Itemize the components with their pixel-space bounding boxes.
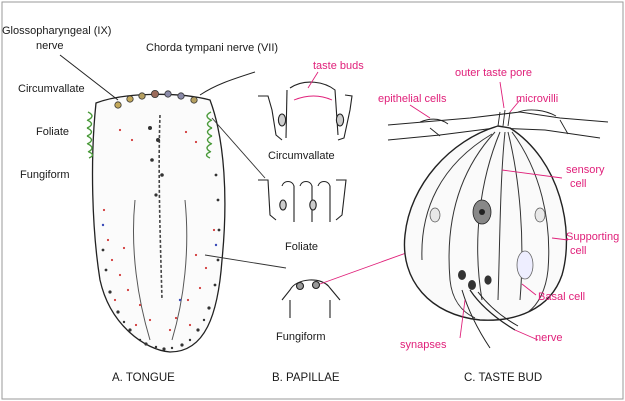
fungiform-mid-label: Fungiform — [276, 332, 326, 343]
circumvallate-mid-label: Circumvallate — [268, 151, 335, 162]
basal-cell-label: Basal cell — [538, 292, 585, 303]
microvilli-label: microvilli — [516, 94, 558, 105]
nerve-label: nerve — [535, 333, 563, 344]
chorda-tympani-label: Chorda tympani nerve (VII) — [146, 43, 278, 54]
supporting-cell-label-line1: Supporting — [566, 232, 619, 243]
taste-bud-figure — [388, 110, 608, 348]
foliate-left-label: Foliate — [36, 127, 69, 138]
glossopharyngeal-label-line2: nerve — [36, 41, 64, 52]
caption-taste-bud: C. TASTE BUD — [464, 373, 542, 385]
papilla-fungiform — [282, 280, 340, 318]
glossopharyngeal-label-line1: Glossopharyngeal (IX) — [2, 26, 111, 37]
tongue-figure — [60, 55, 255, 352]
sensory-cell-label-line1: sensory — [566, 165, 605, 176]
caption-tongue: A. TONGUE — [112, 373, 175, 385]
caption-papillae: B. PAPILLAE — [272, 373, 340, 385]
epithelial-cells-label: epithelial cells — [378, 94, 446, 105]
sensory-cell-label-line2: cell — [570, 179, 587, 190]
taste-buds-label: taste buds — [313, 61, 364, 72]
papilla-foliate — [258, 180, 346, 222]
synapses-label: synapses — [400, 340, 446, 351]
chorda-tympani-nerve-line — [200, 72, 255, 95]
outer-taste-pore-label: outer taste pore — [455, 68, 532, 79]
circumvallate-left-label: Circumvallate — [18, 84, 85, 95]
papilla-circumvallate — [258, 82, 352, 140]
supporting-cell-label-line2: cell — [570, 246, 587, 257]
tongue-outline — [93, 94, 225, 352]
foliate-left — [87, 112, 93, 158]
foliate-mid-label: Foliate — [285, 242, 318, 253]
fungiform-left-label: Fungiform — [20, 170, 70, 181]
